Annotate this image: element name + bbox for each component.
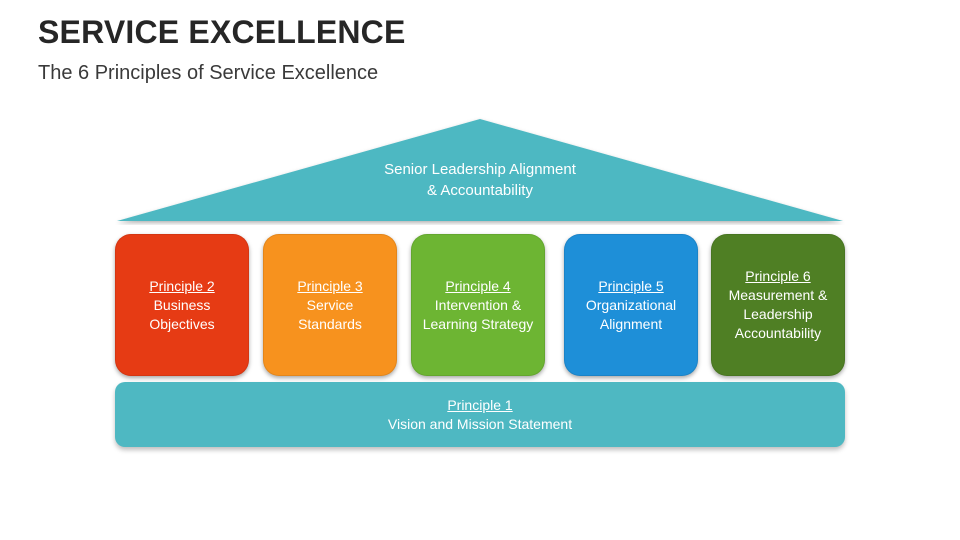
pillar-line: Measurement &	[728, 287, 828, 303]
page-subtitle: The 6 Principles of Service Excellence	[38, 62, 379, 84]
base-heading: Principle 1	[447, 396, 513, 413]
pillar-line: Accountability	[734, 325, 822, 341]
pillar-line: Objectives	[149, 315, 215, 332]
pillar-line: Service	[306, 296, 354, 313]
pillar-principle-3: Principle 3 Service Standards	[263, 234, 397, 376]
pillar-line: Organizational	[585, 296, 677, 313]
pillar-principle-5: Principle 5 Organizational Alignment	[564, 234, 698, 376]
pillar-heading: Principle 5	[598, 277, 664, 294]
roof: Senior Leadership Alignment & Accountabi…	[115, 117, 845, 225]
roof-label: Senior Leadership Alignment & Accountabi…	[115, 159, 845, 201]
base-principle-1: Principle 1 Vision and Mission Statement	[115, 382, 845, 447]
pillar-principle-4: Principle 4 Intervention & Learning Stra…	[411, 234, 545, 376]
base-line: Vision and Mission Statement	[387, 415, 573, 432]
pillar-heading: Principle 4	[445, 277, 511, 294]
roof-line-2: & Accountability	[427, 182, 533, 199]
pillar-line: Intervention &	[434, 296, 522, 313]
pillar-heading: Principle 3	[297, 277, 363, 294]
pillar-line: Learning Strategy	[422, 315, 534, 332]
pillar-principle-6: Principle 6 Measurement & Leadership Acc…	[711, 234, 845, 376]
roof-line-1: Senior Leadership Alignment	[384, 161, 576, 178]
pillar-line: Business	[153, 296, 211, 313]
pillar-line: Alignment	[599, 315, 663, 332]
pillar-line: Leadership	[743, 306, 813, 322]
pillars: Principle 2 Business Objectives Principl…	[115, 234, 845, 376]
pillar-heading: Principle 6	[745, 268, 811, 284]
pillar-principle-2: Principle 2 Business Objectives	[115, 234, 249, 376]
roof-shape	[117, 119, 843, 221]
pillar-heading: Principle 2	[149, 277, 215, 294]
page-title: SERVICE EXCELLENCE	[38, 14, 406, 50]
pillar-line: Standards	[298, 315, 362, 332]
